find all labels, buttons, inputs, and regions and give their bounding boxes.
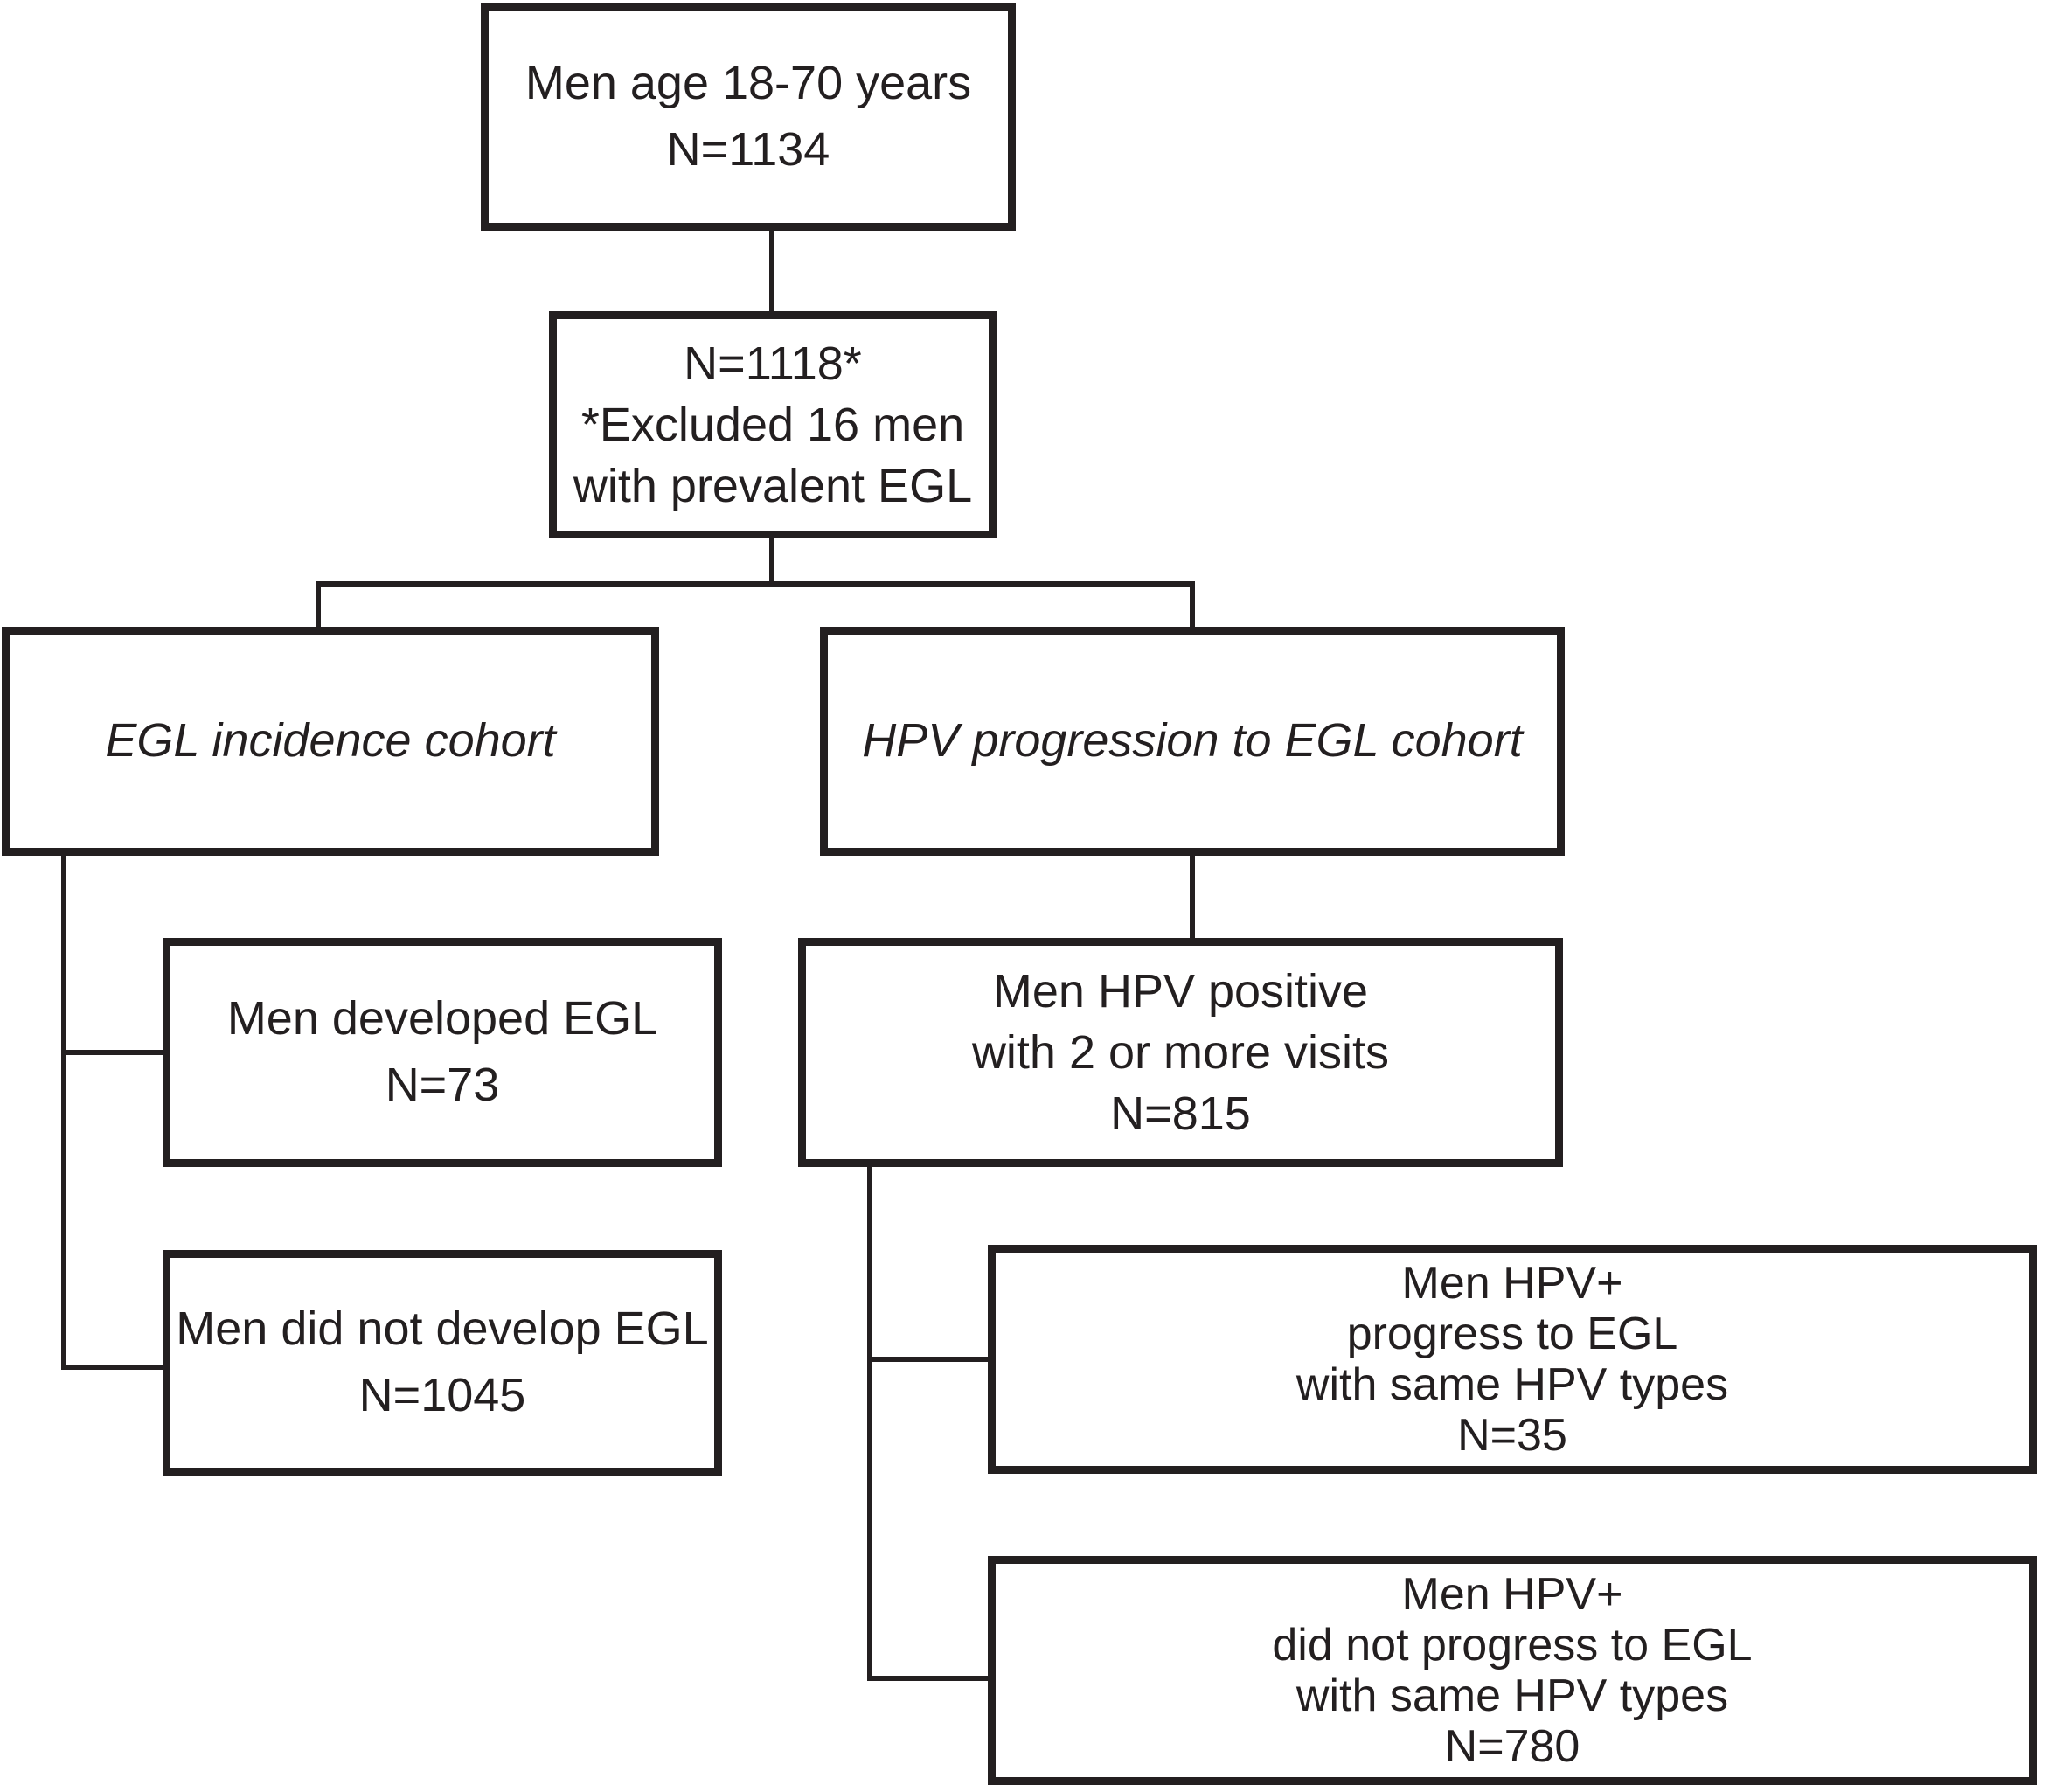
box-text-line: Men developed EGL — [226, 992, 658, 1045]
box-text-line: Men age 18-70 years — [524, 57, 972, 110]
box-text-line: with same HPV types — [1295, 1359, 1729, 1410]
flow-box-developed-egl: Men developed EGL N=73 — [163, 938, 722, 1167]
connector-to-progress — [867, 1357, 988, 1362]
box-text-line: N=1134 — [666, 123, 830, 176]
box-text-line: HPV progression to EGL cohort — [862, 714, 1523, 768]
flow-box-enrolled: Men age 18-70 years N=1134 — [481, 3, 1016, 231]
connector-excluded-down — [769, 538, 774, 584]
box-text-line: with 2 or more visits — [971, 1025, 1390, 1079]
box-text-line: did not progress to EGL — [1272, 1619, 1753, 1670]
box-text-line: Men HPV+ — [1401, 1257, 1623, 1309]
flow-box-progress-to-egl: Men HPV+ progress to EGL with same HPV t… — [988, 1245, 2037, 1474]
box-text-line: with same HPV types — [1295, 1670, 1729, 1721]
box-text-line: Men HPV+ — [1401, 1568, 1623, 1620]
flow-box-did-not-develop-egl: Men did not develop EGL N=1045 — [163, 1250, 722, 1476]
box-text-line: N=35 — [1457, 1410, 1567, 1462]
box-text-line: N=780 — [1444, 1721, 1580, 1773]
box-text-line: N=815 — [1110, 1087, 1251, 1141]
box-text-line: N=73 — [385, 1059, 500, 1111]
connector-to-developed — [61, 1050, 163, 1055]
connector-enrolled-to-excluded — [769, 231, 774, 311]
connector-branch-to-egl-cohort — [316, 581, 321, 627]
flow-box-egl-incidence-cohort: EGL incidence cohort — [2, 627, 659, 856]
connector-hpv-cohort-to-hpv-positive — [1190, 856, 1195, 938]
box-text-line: N=1118* — [684, 337, 862, 390]
connector-branch-horizontal — [316, 581, 1195, 587]
box-text-line: Men did not develop EGL — [176, 1302, 709, 1356]
box-text-line: N=1045 — [358, 1369, 526, 1421]
connector-egl-cohort-trunk — [61, 856, 66, 1370]
flow-box-did-not-progress-to-egl: Men HPV+ did not progress to EGL with sa… — [988, 1556, 2037, 1785]
connector-to-not-developed — [61, 1365, 163, 1370]
flow-box-excluded: N=1118* *Excluded 16 men with prevalent … — [549, 311, 997, 538]
box-text-line: with prevalent EGL — [573, 460, 973, 513]
box-text-line: EGL incidence cohort — [105, 714, 556, 768]
box-text-line: progress to EGL — [1346, 1308, 1678, 1359]
connector-to-no-progress — [867, 1676, 988, 1681]
connector-hpv-positive-trunk — [867, 1167, 872, 1681]
flow-box-hpv-positive: Men HPV positive with 2 or more visits N… — [798, 938, 1563, 1167]
flow-box-hpv-progression-cohort: HPV progression to EGL cohort — [820, 627, 1565, 856]
box-text-line: Men HPV positive — [992, 964, 1369, 1018]
box-text-line: *Excluded 16 men — [580, 398, 965, 451]
connector-branch-to-hpv-cohort — [1190, 581, 1195, 627]
